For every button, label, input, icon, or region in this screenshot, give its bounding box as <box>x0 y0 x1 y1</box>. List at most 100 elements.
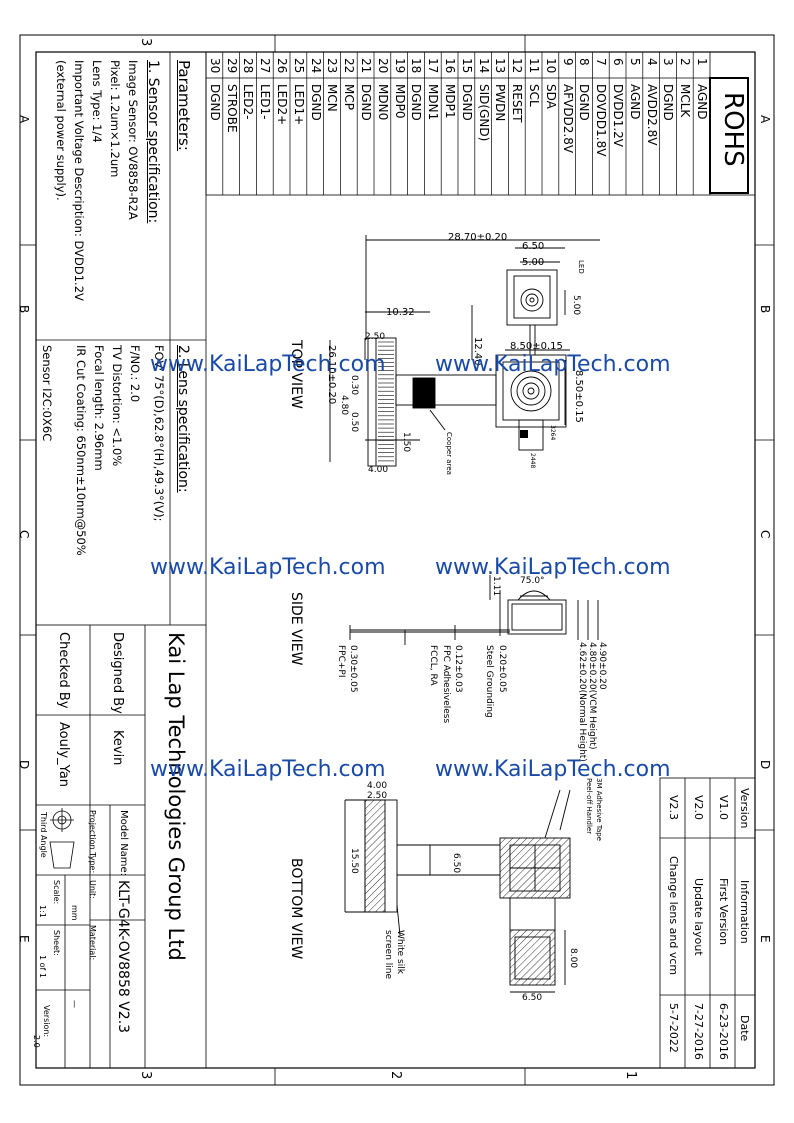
side-view-label: SIDE VIEW <box>288 592 304 666</box>
bottom-view-drawing <box>344 789 571 993</box>
material-label: Material: <box>88 925 97 961</box>
material-value: — <box>70 1000 79 1008</box>
designed-by-label: Designed By <box>110 632 125 714</box>
dim-label: screen line <box>383 930 393 980</box>
pin-name: LED1- <box>258 84 273 120</box>
dim-label: 4.80±0.20(VCM Height) <box>587 642 597 750</box>
grid-letter-b-right: B <box>758 305 772 314</box>
dim-label: LED <box>577 260 585 274</box>
sensor-i2c-line: Sensor I2C:0X6C <box>40 345 54 442</box>
dim-label: 1.50 <box>401 432 411 453</box>
dim-label: FPC Adhesiveless <box>441 645 451 724</box>
pin-table-rows <box>205 52 694 195</box>
company-name: Kai Lap Technologies Group Ltd <box>164 632 188 961</box>
revision-header-date: Date <box>738 1015 751 1042</box>
revision-table-grid <box>659 777 756 1069</box>
pin-name: MCN <box>325 84 340 112</box>
pin-name: RESET <box>510 84 525 123</box>
pin-number: 28 <box>241 58 256 74</box>
sensor-spec-line: Important Voltage Description: DVDD1.2V <box>72 60 86 301</box>
dim-label: 0.50 <box>349 412 359 433</box>
dim-label: 10.32 <box>386 307 415 318</box>
pin-number: 19 <box>392 58 407 74</box>
revision-header-version: Version <box>738 788 751 829</box>
pin-number: 20 <box>375 58 390 74</box>
sheet-value: 1 of 1 <box>38 955 47 978</box>
pin-number: 24 <box>308 58 323 74</box>
dim-label: 2.50 <box>365 332 386 342</box>
dim-label: FPC+PI <box>336 645 346 678</box>
sensor-spec-line: Lens Type: 1/4 <box>90 60 104 143</box>
pin-name: SDA <box>543 84 558 109</box>
grid-letter-e-right: E <box>758 935 772 943</box>
dim-label: 8.50±0.15 <box>510 341 563 352</box>
pin-number: 2 <box>678 58 693 66</box>
pin-number: 7 <box>594 58 609 66</box>
pin-name: LED1+ <box>291 84 306 126</box>
lens-spec-line: TV Distortion: <1.0% <box>110 345 124 467</box>
third-angle-symbol <box>49 808 75 869</box>
watermark: www.KaiLapTech.com <box>150 352 386 377</box>
grid-letter-d-right: D <box>758 760 772 770</box>
grid-number-3-bottom: 3 <box>138 1071 153 1080</box>
revision-row-info: Update layout <box>692 878 705 956</box>
pin-number: 23 <box>325 58 340 74</box>
watermark: www.KaiLapTech.com <box>150 757 386 782</box>
lens-spec-line: Focal length: 2.96mm <box>92 345 106 471</box>
pin-number: 14 <box>476 58 491 74</box>
revision-row-date: 6-23-2016 <box>717 1003 730 1060</box>
pin-number: 25 <box>291 58 306 74</box>
pin-number: 18 <box>409 58 424 74</box>
pin-name: DOVDD1.8V <box>594 84 609 157</box>
grid-number-3-top: 3 <box>138 38 153 47</box>
dim-label: Steel Grounding <box>484 645 494 718</box>
pin-number: 15 <box>459 58 474 74</box>
sensor-spec-line: Image Sensor: OV8858-R2A <box>126 60 140 220</box>
top-view-drawing <box>329 235 600 467</box>
pin-number: 30 <box>207 58 222 74</box>
pin-name: MDP0 <box>392 84 407 119</box>
dim-label: 15.50 <box>349 848 359 874</box>
pin-name: LED2+ <box>275 84 289 126</box>
dim-label: 6.50 <box>522 993 543 1003</box>
pin-name: AVDD2.8V <box>644 84 659 146</box>
checked-by-value: Aouly_Yan <box>56 722 71 788</box>
outer-frame <box>19 34 775 1086</box>
pin-number: 9 <box>560 58 575 66</box>
pin-name: MDP1 <box>443 84 457 119</box>
pin-name: SID(GND) <box>476 84 491 142</box>
pin-name: DGND <box>577 84 592 121</box>
dim-label: 4.90±0.20 <box>597 642 607 690</box>
projection-label: Projection Type: <box>88 810 97 874</box>
pin-name: MCLK <box>678 84 693 118</box>
sheet-label: Sheet: <box>52 930 61 956</box>
pin-name: AGND <box>627 84 642 120</box>
revision-row-version: V2.0 <box>692 795 705 821</box>
parameters-title: Parameters: <box>175 60 193 151</box>
pin-number: 27 <box>258 58 273 74</box>
title-block-grid <box>35 624 207 1069</box>
dim-label: 6.50 <box>522 241 545 252</box>
dim-label: 2.50 <box>367 791 388 801</box>
dim-label: 4.80 <box>339 395 349 416</box>
pin-number: 3 <box>661 58 676 66</box>
sensor-spec-line: (external power supply). <box>54 60 68 201</box>
version-value: 2.0 <box>32 1035 41 1048</box>
scale-value: 1:1 <box>38 905 47 918</box>
pin-name: DGND <box>207 84 222 121</box>
pin-number: 10 <box>543 58 558 74</box>
pin-name: SCL <box>527 84 541 107</box>
dim-label: White silk <box>395 930 405 974</box>
dim-label: Cooper area <box>445 432 453 475</box>
pin-name: AFVDD2.8V <box>560 84 575 154</box>
dim-label: 0.12±0.03 <box>453 645 463 693</box>
grid-letter-c-left: C <box>17 530 31 539</box>
revision-row-info: Change lens and vcm <box>667 856 680 976</box>
watermark: www.KaiLapTech.com <box>150 555 386 580</box>
revision-row-version: V1.0 <box>717 795 730 821</box>
pin-number: 16 <box>443 58 457 74</box>
third-angle-label: Third Angle <box>39 812 48 858</box>
pin-number: 11 <box>527 58 541 74</box>
dim-label: 0.20±0.05 <box>497 645 507 693</box>
